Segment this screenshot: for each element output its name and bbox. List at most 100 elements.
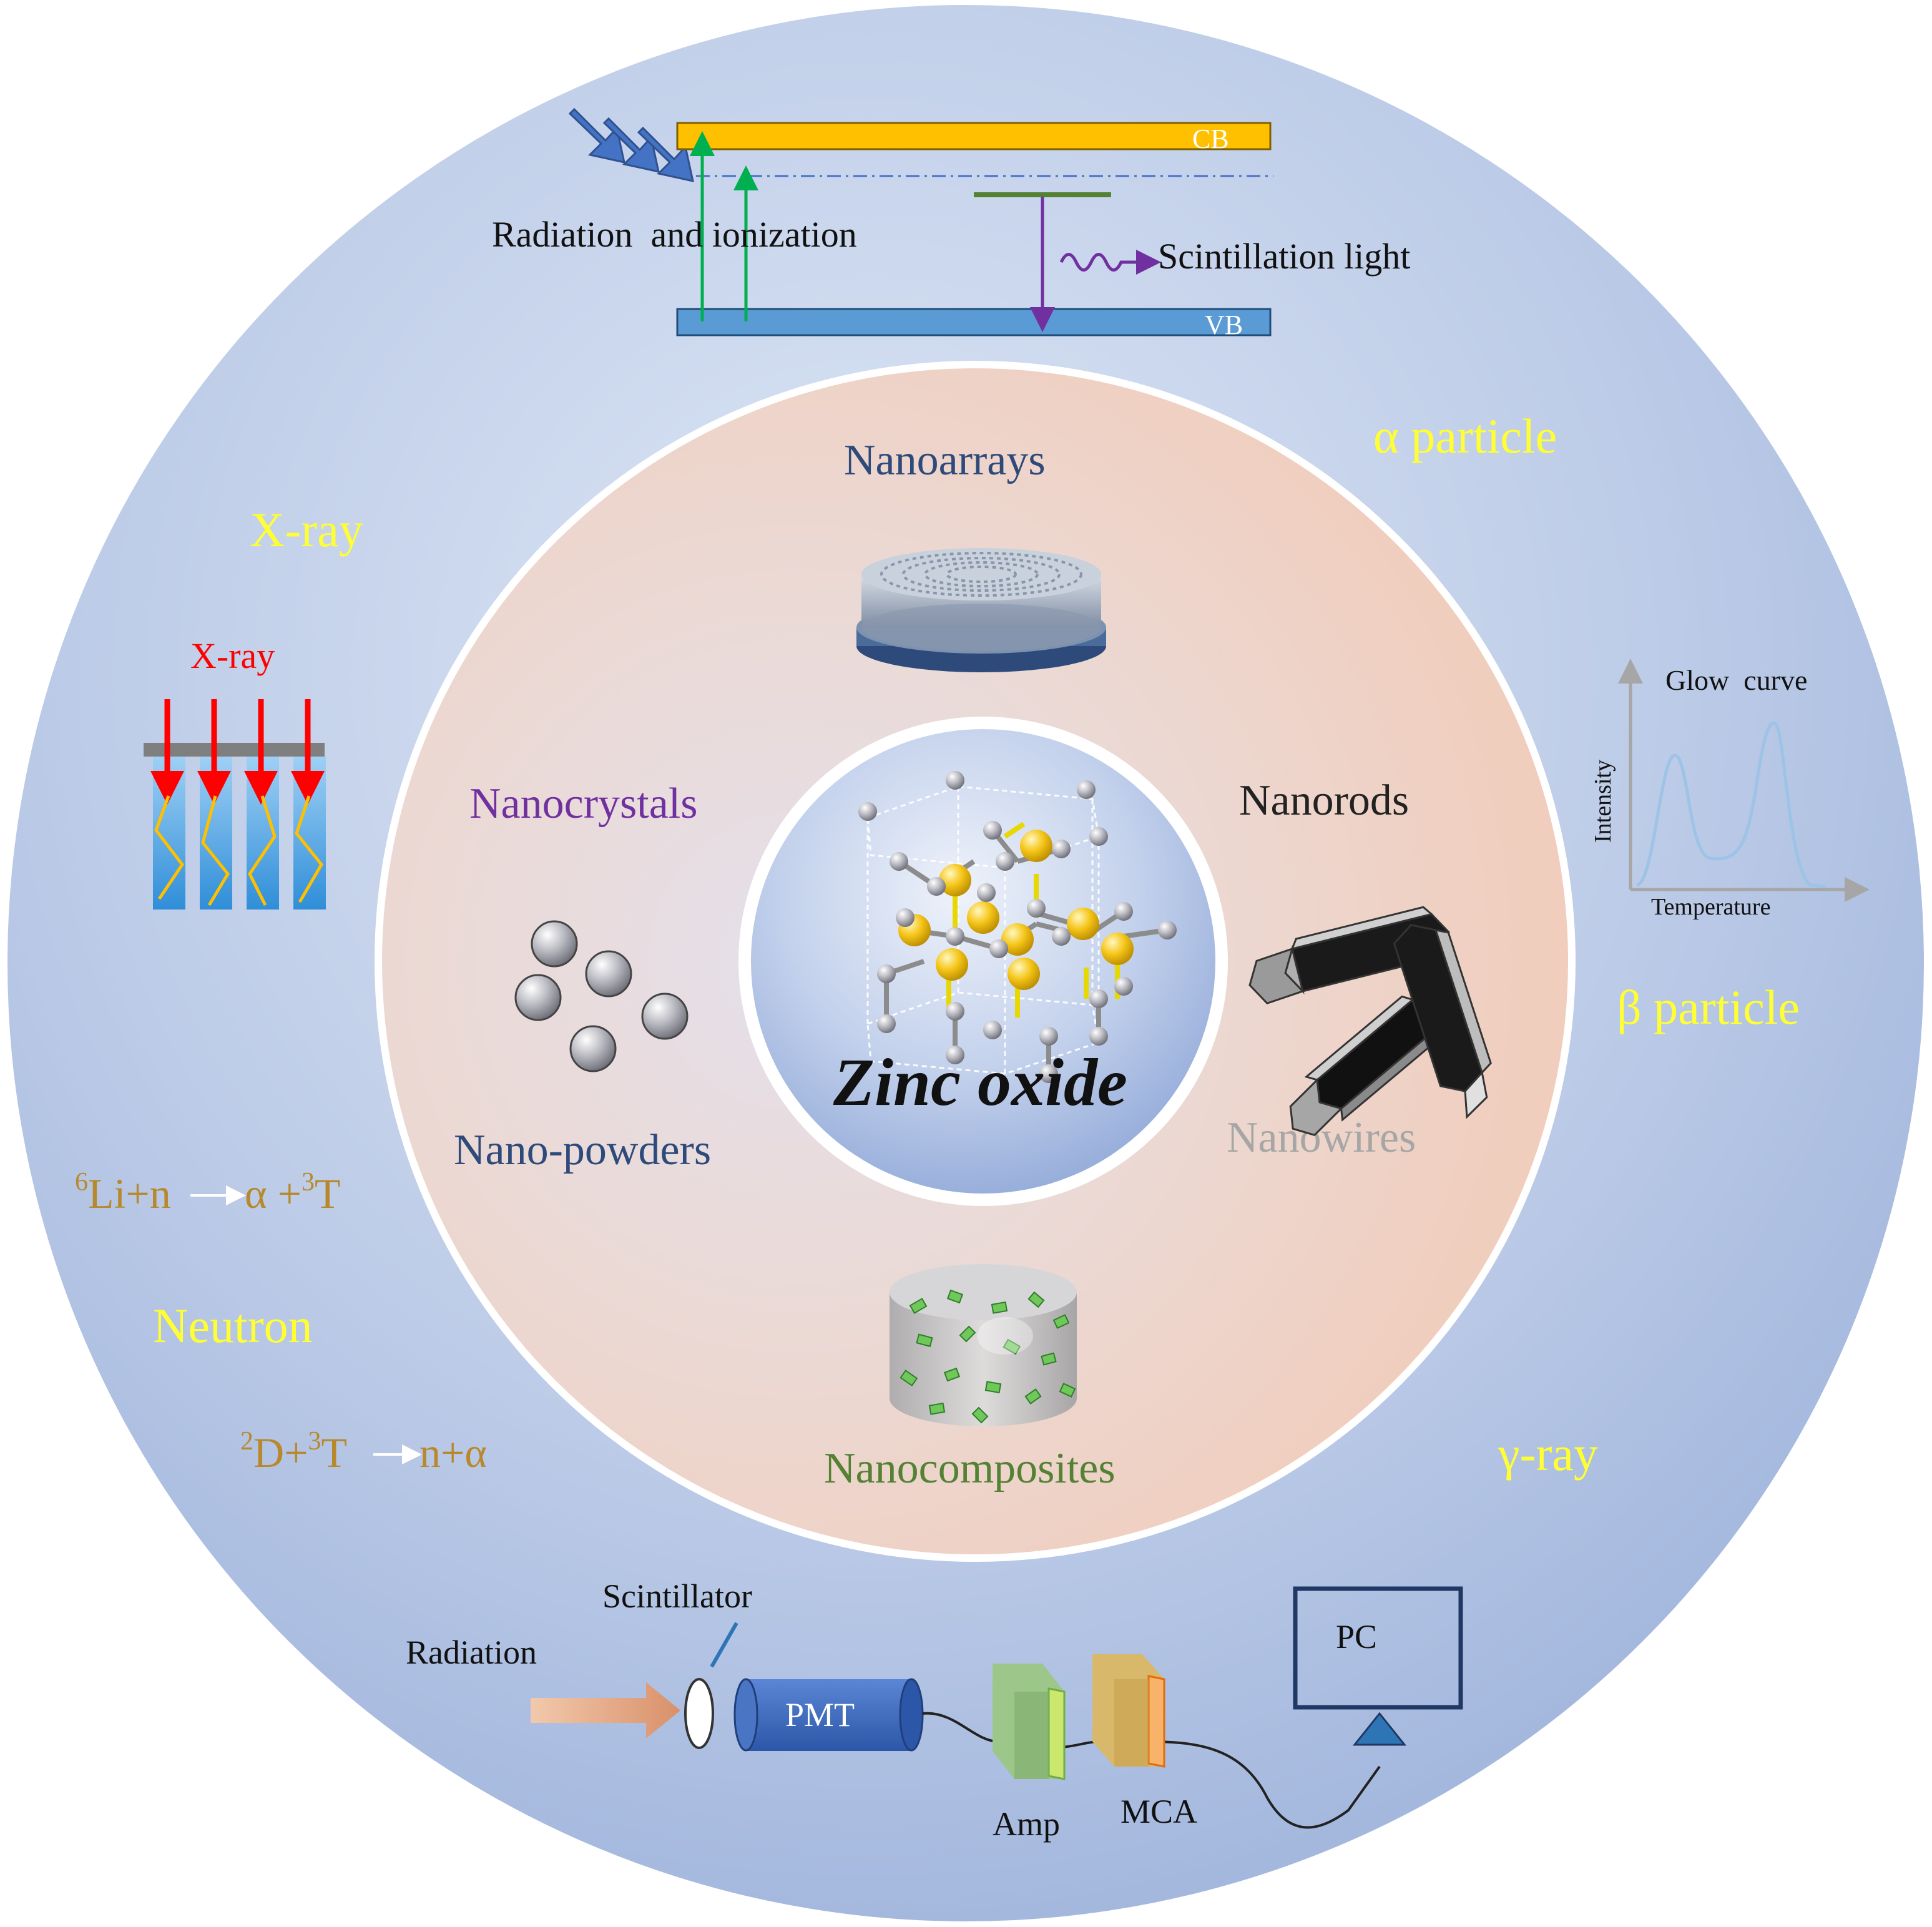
oxygen-atom bbox=[1039, 1064, 1058, 1083]
oxygen-atom bbox=[946, 1046, 964, 1064]
li-sup-6: 6 bbox=[75, 1168, 88, 1197]
scintillator-crystal bbox=[684, 1678, 714, 1749]
zinc-atom bbox=[1008, 958, 1040, 990]
alpha-particle-label: α particle bbox=[1373, 409, 1557, 463]
light-path bbox=[154, 795, 185, 900]
neutron-label: Neutron bbox=[153, 1298, 313, 1353]
inner-circle bbox=[751, 729, 1215, 1194]
oxygen-atom bbox=[877, 1014, 896, 1033]
zinc-atom bbox=[1020, 830, 1052, 862]
oxygen-atom bbox=[1089, 827, 1108, 846]
zinc-atom bbox=[1001, 923, 1034, 956]
cb-label: CB bbox=[1192, 124, 1229, 154]
oxygen-atom bbox=[927, 877, 946, 896]
li-reaction: 6Li+n α +3T bbox=[75, 1168, 341, 1217]
oxygen-atom bbox=[890, 852, 908, 871]
mca-box bbox=[1092, 1654, 1165, 1768]
vb-label: VB bbox=[1205, 310, 1243, 340]
glow-curve: Glow curve Intensity Temperature bbox=[1590, 659, 1870, 920]
nano-powders-label: Nano-powders bbox=[454, 1126, 711, 1174]
dt-reaction-mid: T bbox=[321, 1429, 347, 1476]
glow-curve-title: Glow curve bbox=[1665, 664, 1807, 696]
oxygen-atom bbox=[896, 908, 915, 927]
dt-reaction: 2D+3T n+α bbox=[240, 1427, 487, 1476]
nanocrystals-label: Nanocrystals bbox=[469, 780, 697, 828]
zinc-atom bbox=[1067, 908, 1099, 940]
svg-text:α +3T: α +3T bbox=[245, 1168, 341, 1217]
oxygen-atom bbox=[946, 771, 964, 790]
oxygen-atom bbox=[983, 821, 1002, 840]
oxygen-atom bbox=[877, 964, 896, 983]
beta-particle-label: β particle bbox=[1617, 980, 1800, 1034]
band-diagram: CB VB Radiation and ionization Scintilla… bbox=[492, 107, 1410, 340]
zinc-atom bbox=[936, 948, 968, 981]
oxygen-atom bbox=[1114, 977, 1133, 996]
pmt-tube bbox=[733, 1678, 924, 1752]
light-path bbox=[248, 795, 277, 906]
scintillation-light-label: Scintillation light bbox=[1158, 236, 1410, 277]
oxygen-atom bbox=[1039, 1027, 1058, 1046]
svg-text:2D+3T: 2D+3T bbox=[240, 1427, 347, 1476]
scintillator-label: Scintillator bbox=[602, 1577, 752, 1615]
radiation-icon bbox=[568, 107, 694, 182]
nanoparticle bbox=[531, 920, 578, 968]
oxygen-atom bbox=[983, 1021, 1002, 1039]
xray-detector-label: X-ray bbox=[190, 635, 275, 676]
oxygen-atom bbox=[858, 802, 877, 821]
dt-sup-3: 3 bbox=[308, 1427, 321, 1456]
nanocomposite-illustration bbox=[890, 1264, 1077, 1426]
nanorods-label: Nanorods bbox=[1239, 777, 1409, 825]
scintillator-pointer bbox=[710, 1622, 738, 1668]
pc-input-arrow bbox=[1352, 1712, 1407, 1746]
dt-reaction-right: n+α bbox=[419, 1429, 487, 1476]
xray-label: X-ray bbox=[250, 503, 363, 557]
svg-text:6Li+n: 6Li+n bbox=[75, 1168, 171, 1217]
nanoparticle bbox=[569, 1025, 617, 1072]
oxygen-atom bbox=[1052, 927, 1071, 946]
zinc-atom bbox=[1101, 933, 1134, 965]
nanoparticle bbox=[585, 950, 632, 998]
oxygen-atom bbox=[946, 927, 964, 946]
scintillation-wave-icon bbox=[1059, 250, 1161, 275]
xray-detector: X-ray bbox=[144, 635, 326, 910]
glow-x-label: Temperature bbox=[1651, 894, 1770, 920]
nanoparticle bbox=[641, 993, 689, 1040]
pc-monitor bbox=[1293, 1586, 1463, 1710]
detector-chain: Scintillator Radiation PMT Amp MCA PC bbox=[406, 1577, 1463, 1843]
detector-plate bbox=[144, 743, 325, 757]
oxygen-atom bbox=[996, 852, 1014, 871]
radiation-label: Radiation bbox=[406, 1634, 537, 1671]
oxygen-atom bbox=[989, 939, 1008, 958]
nanoparticle bbox=[514, 974, 562, 1021]
glow-curve-line bbox=[1635, 721, 1827, 888]
oxygen-atom bbox=[1158, 921, 1177, 939]
oxygen-atom bbox=[1114, 902, 1133, 921]
gamma-ray-label: γ-ray bbox=[1498, 1426, 1598, 1481]
zno-crystal-structure: Zinc oxide bbox=[833, 771, 1177, 1120]
nanoarrays-label: Nanoarrays bbox=[844, 436, 1046, 484]
li-reaction-right: α + bbox=[245, 1170, 302, 1217]
vb-band bbox=[676, 308, 1272, 336]
zinc-oxide-title: Zinc oxide bbox=[833, 1046, 1127, 1120]
oxygen-atom bbox=[1089, 1027, 1108, 1046]
oxygen-atom bbox=[1052, 840, 1071, 858]
radiation-ionization-label: Radiation and ionization bbox=[492, 214, 857, 255]
nanocomposites-label: Nanocomposites bbox=[824, 1444, 1116, 1493]
dt-sup-2: 2 bbox=[240, 1427, 253, 1456]
mca-label: MCA bbox=[1120, 1793, 1197, 1830]
oxygen-atom bbox=[1027, 899, 1046, 918]
zinc-atom bbox=[967, 901, 999, 934]
radiation-input-arrow bbox=[531, 1682, 680, 1738]
zinc-atom bbox=[939, 864, 971, 896]
oxygen-atom bbox=[946, 1002, 964, 1021]
nanorod-illustration bbox=[1248, 906, 1492, 1137]
oxygen-atom bbox=[1077, 780, 1096, 799]
oxygen-atom bbox=[977, 883, 996, 902]
li-reaction-tail: T bbox=[315, 1170, 341, 1217]
dt-reaction-left: D+ bbox=[253, 1429, 308, 1476]
pmt-label: PMT bbox=[785, 1696, 855, 1733]
amp-box bbox=[993, 1664, 1066, 1780]
li-sup-3: 3 bbox=[302, 1168, 315, 1197]
nanopowder-spheres bbox=[514, 920, 689, 1072]
oxygen-atom bbox=[1089, 989, 1108, 1008]
